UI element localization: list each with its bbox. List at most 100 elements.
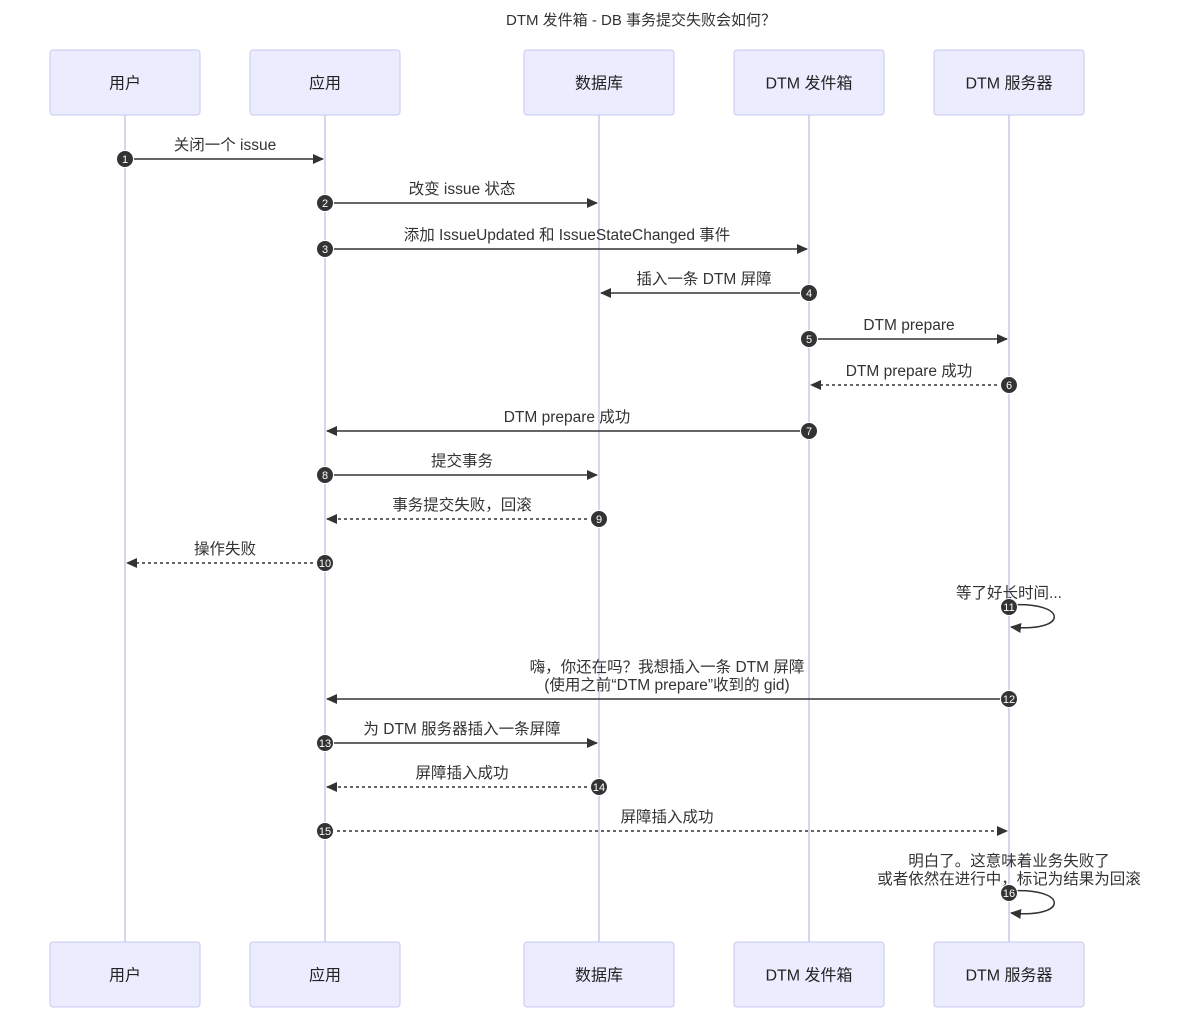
actor-box [523, 49, 675, 116]
actor-box [933, 49, 1085, 116]
sequence-number-badge: 5 [800, 330, 818, 348]
message-label: 改变 issue 状态 [409, 180, 516, 198]
sequence-number-circle [590, 510, 608, 528]
actor-db-top: 数据库 [523, 49, 675, 116]
sequence-number-circle [316, 822, 334, 840]
actor-box [733, 49, 885, 116]
message-label: (使用之前“DTM prepare”收到的 gid) [544, 676, 789, 694]
actor-box [523, 941, 675, 1008]
sequence-number-badge: 7 [800, 422, 818, 440]
sequence-number-badge: 11 [1000, 598, 1018, 616]
actor-label: 数据库 [575, 75, 623, 93]
sequence-number-badge: 12 [1000, 690, 1018, 708]
actor-label: 应用 [309, 966, 341, 985]
sequence-number-circle [1000, 598, 1018, 616]
message-6: DTM prepare 成功 6 [810, 362, 1018, 394]
sequence-number: 2 [322, 198, 328, 210]
sequence-number-circle [316, 240, 334, 258]
message-arrow [1008, 603, 1055, 633]
sequence-number: 1 [122, 154, 128, 166]
sequence-number-badge: 3 [316, 240, 334, 258]
actor-label: 应用 [309, 74, 341, 93]
actor-label: 用户 [109, 967, 141, 985]
message-label: DTM prepare 成功 [504, 408, 631, 426]
sequence-number-badge: 2 [316, 194, 334, 212]
sequence-number-badge: 4 [800, 284, 818, 302]
sequence-number-badge: 15 [316, 822, 334, 840]
message-label: 插入一条 DTM 屏障 [636, 270, 771, 288]
message-5: DTM prepare 5 [800, 317, 1008, 348]
sequence-number: 4 [806, 288, 812, 300]
sequence-number: 13 [319, 738, 331, 750]
message-7: DTM prepare 成功 7 [326, 408, 818, 440]
message-label: 事务提交失败，回滚 [392, 496, 532, 514]
sequence-number-circle [316, 194, 334, 212]
message-12: 嗨，你还在吗？我想插入一条 DTM 屏障(使用之前“DTM prepare”收到… [326, 658, 1018, 708]
message-label: 屏障插入成功 [415, 764, 508, 782]
actor-box [49, 941, 201, 1008]
message-15: 屏障插入成功 15 [316, 808, 1008, 840]
actor-outbox-top: DTM 发件箱 [733, 49, 885, 116]
actor-label: DTM 发件箱 [765, 967, 852, 985]
sequence-number-circle [1000, 884, 1018, 902]
message-label: 为 DTM 服务器插入一条屏障 [363, 720, 560, 738]
sequence-number-circle [316, 466, 334, 484]
message-3: 添加 IssueUpdated 和 IssueStateChanged 事件3 [316, 226, 808, 258]
actor-box [49, 49, 201, 116]
actor-box [933, 941, 1085, 1008]
actor-user-top: 用户 [49, 49, 201, 116]
sequence-number: 15 [319, 826, 331, 838]
sequence-number-circle [316, 734, 334, 752]
message-label: DTM prepare 成功 [846, 362, 973, 380]
message-label: 等了好长时间... [956, 584, 1062, 602]
message-9: 事务提交失败，回滚 9 [326, 496, 608, 528]
actor-server-bottom: DTM 服务器 [933, 941, 1085, 1008]
sequence-number-circle [590, 778, 608, 796]
sequence-number-circle [800, 422, 818, 440]
message-label: 或者依然在进行中，标记为结果为回滚 [877, 870, 1141, 888]
diagram-title: DTM 发件箱 - DB 事务提交失败会如何？ [506, 11, 776, 29]
sequence-number-circle [116, 150, 134, 168]
message-label: 明白了。这意味着业务失败了 [908, 851, 1110, 870]
sequence-number: 14 [593, 782, 605, 794]
sequence-number-badge: 6 [1000, 376, 1018, 394]
actors-bottom: 用户 应用 数据库 DTM 发件箱 DTM 服务器 [49, 941, 1085, 1008]
sequence-number-circle [1000, 376, 1018, 394]
actor-box [249, 49, 401, 116]
sequence-number: 6 [1006, 380, 1012, 392]
sequence-number-badge: 9 [590, 510, 608, 528]
message-8: 提交事务 8 [316, 452, 598, 484]
sequence-number-badge: 13 [316, 734, 334, 752]
sequence-number-circle [800, 284, 818, 302]
actor-user-bottom: 用户 [49, 941, 201, 1008]
message-label: 提交事务 [431, 452, 493, 470]
actor-db-bottom: 数据库 [523, 941, 675, 1008]
message-14: 屏障插入成功 14 [326, 764, 608, 796]
sequence-number: 12 [1003, 694, 1015, 706]
actor-outbox-bottom: DTM 发件箱 [733, 941, 885, 1008]
actor-label: 数据库 [575, 967, 623, 985]
message-label: 操作失败 [194, 540, 256, 558]
message-10: 操作失败 10 [126, 540, 334, 572]
message-arrow [1008, 889, 1055, 919]
actor-app-top: 应用 [249, 49, 401, 116]
actor-label: 用户 [109, 75, 141, 93]
message-label: DTM prepare [863, 317, 954, 334]
message-label: 屏障插入成功 [620, 808, 713, 826]
sequence-number-badge: 1 [116, 150, 134, 168]
message-label: 嗨，你还在吗？我想插入一条 DTM 屏障 [530, 658, 805, 676]
sequence-number-circle [1000, 690, 1018, 708]
sequence-number-badge: 10 [316, 554, 334, 572]
sequence-number-badge: 16 [1000, 884, 1018, 902]
actor-server-top: DTM 服务器 [933, 49, 1085, 116]
sequence-number: 7 [806, 426, 812, 438]
actor-label: DTM 服务器 [965, 967, 1052, 985]
sequence-number-circle [800, 330, 818, 348]
sequence-number: 8 [322, 470, 328, 482]
message-2: 改变 issue 状态 2 [316, 180, 598, 212]
actor-app-bottom: 应用 [249, 941, 401, 1008]
